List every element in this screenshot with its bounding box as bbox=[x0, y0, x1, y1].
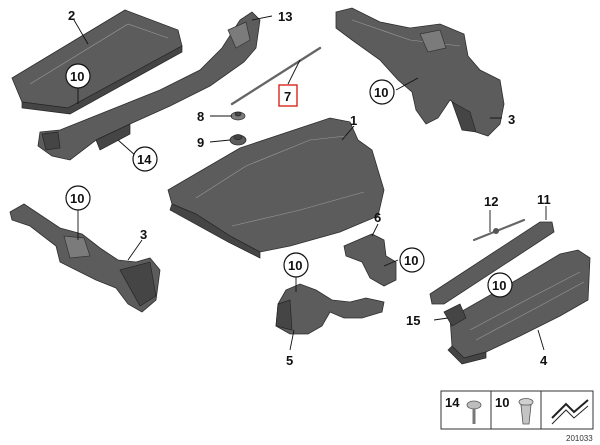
part-8-clip bbox=[230, 111, 246, 121]
part-12-rod bbox=[472, 218, 526, 242]
leader-lines bbox=[73, 15, 547, 351]
callout-2: 2 bbox=[68, 8, 75, 23]
callout-8: 8 bbox=[197, 109, 204, 124]
part-15-pad bbox=[443, 303, 467, 327]
callout-circle-10a bbox=[65, 63, 91, 89]
callout-10e: 10 bbox=[288, 258, 302, 273]
callout-15: 15 bbox=[406, 313, 420, 328]
fastener-legend: 14 10 bbox=[440, 390, 594, 430]
legend-label-10: 10 bbox=[495, 395, 509, 410]
callout-5: 5 bbox=[286, 353, 293, 368]
part-14-rail bbox=[37, 11, 261, 161]
callout-14: 14 bbox=[137, 152, 152, 167]
part-2-panel bbox=[11, 9, 183, 115]
callout-3a: 3 bbox=[508, 112, 515, 127]
callout-10b: 10 bbox=[374, 85, 388, 100]
callout-7-highlight bbox=[278, 84, 298, 107]
callout-11: 11 bbox=[537, 192, 551, 207]
callout-4: 4 bbox=[540, 353, 548, 368]
callout-1: 1 bbox=[350, 113, 357, 128]
part-9-grommet bbox=[229, 134, 247, 146]
callout-circle-10f bbox=[487, 272, 513, 298]
clip-fastener-icon bbox=[518, 398, 534, 425]
callout-6: 6 bbox=[374, 210, 381, 225]
part-4-sill-trim bbox=[447, 249, 591, 365]
part-1-floor-mat bbox=[167, 117, 385, 259]
callout-circle-10d bbox=[399, 247, 425, 273]
part-11-strip bbox=[429, 221, 555, 305]
screw-fastener-icon bbox=[466, 400, 482, 424]
callout-circle-10e bbox=[283, 252, 309, 278]
callout-10c: 10 bbox=[70, 191, 84, 206]
part-7-rod bbox=[230, 46, 322, 106]
callout-9: 9 bbox=[197, 135, 204, 150]
part-3-bracket-upper bbox=[335, 7, 505, 137]
legend-label-14: 14 bbox=[445, 395, 460, 410]
part-3-bracket-lower bbox=[9, 203, 161, 313]
callout-10d: 10 bbox=[404, 253, 418, 268]
part-5-bracket bbox=[275, 283, 385, 335]
callout-circle-10c bbox=[65, 185, 91, 211]
callout-10f: 10 bbox=[492, 278, 506, 293]
callout-circle-10b bbox=[369, 79, 395, 105]
panel-profile-icon bbox=[551, 399, 589, 425]
part-6-bracket bbox=[343, 233, 397, 287]
callout-circle-14 bbox=[132, 146, 158, 172]
diagram-reference-number: 201033 bbox=[566, 434, 593, 443]
callout-3b: 3 bbox=[140, 227, 147, 242]
callout-12: 12 bbox=[484, 194, 498, 209]
callout-10a: 10 bbox=[70, 69, 84, 84]
callout-13: 13 bbox=[278, 9, 292, 24]
callout-7: 7 bbox=[284, 89, 291, 104]
